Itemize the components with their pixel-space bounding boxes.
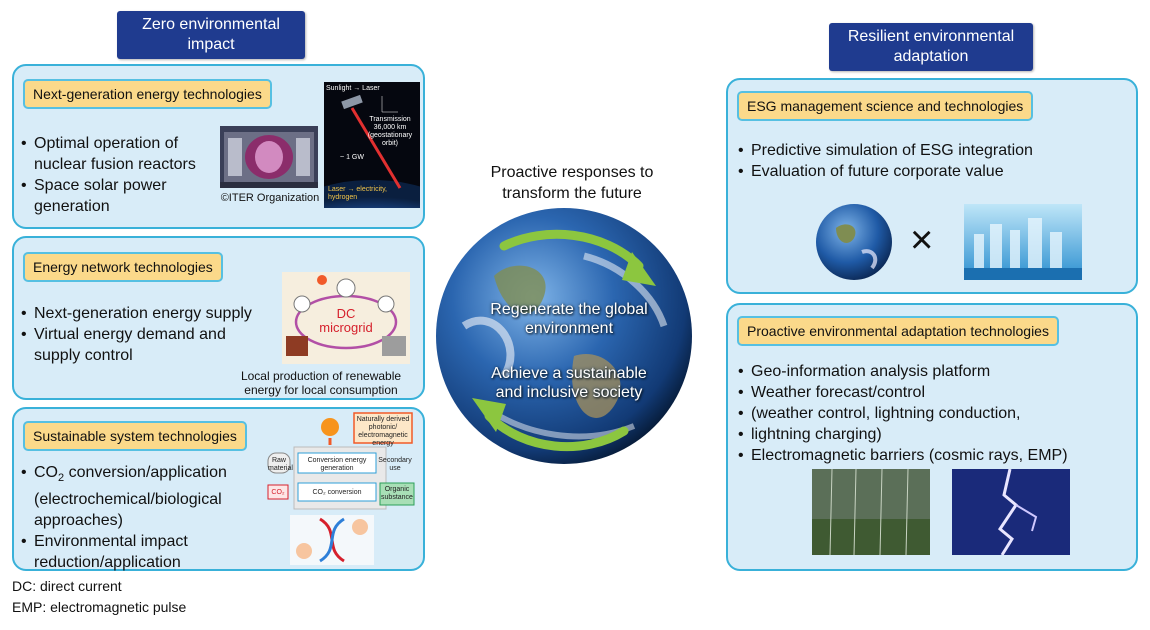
bullet-item: Space solar power generation <box>21 175 227 217</box>
globe-text-sustainable: Achieve a sustainable and inclusive soci… <box>491 365 647 401</box>
city-image <box>964 204 1082 280</box>
bullet-item: Environmental impact reduction/applicati… <box>21 531 266 573</box>
right-header: Resilient environmental adaptation <box>829 23 1033 71</box>
bullet-item: Evaluation of future corporate value <box>738 161 1128 182</box>
organic-substance-label: Organic substance <box>381 486 413 501</box>
note-emp: EMP: electromagnetic pulse <box>12 599 187 615</box>
panel-tag: Proactive environmental adaptation techn… <box>737 316 1059 346</box>
sat-label-transmission: Transmission 36,000 km (geostationary or… <box>367 116 413 147</box>
center-title: Proactive responses to transform the fut… <box>490 164 654 202</box>
earth-image <box>816 204 892 280</box>
naturally-derived-label: Naturally derived photonic/ electromagne… <box>356 416 410 447</box>
bullet-item: Optimal operation of nuclear fusion reac… <box>21 133 227 175</box>
globe-text-regenerate: Regenerate the global environment <box>490 301 648 337</box>
panel-sustainable-system: Sustainable system technologies CO2 conv… <box>12 407 425 571</box>
rain-forest-image <box>812 469 930 555</box>
sat-label-top: Sunlight → Laser <box>326 85 380 92</box>
note-dc: DC: direct current <box>12 578 122 594</box>
bullet-list: CO2 conversion/application (electrochemi… <box>21 462 266 573</box>
co2-label: CO₂ <box>271 489 285 496</box>
panel-tag: Sustainable system technologies <box>23 421 247 451</box>
co2-conversion-label: CO₂ conversion <box>312 489 362 496</box>
dna-image <box>290 515 374 565</box>
panel-energy-network: Energy network technologies Next-generat… <box>12 236 425 400</box>
microgrid-label: DC microgrid <box>319 306 373 335</box>
left-header: Zero environmental impact <box>117 11 305 59</box>
bullet-list: Next-generation energy supply Virtual en… <box>21 303 271 366</box>
panel-esg-management: ESG management science and technologies … <box>726 78 1138 294</box>
microgrid-image <box>282 272 410 364</box>
bullet-continuation: lightning charging) <box>738 424 1133 445</box>
panel-tag: Energy network technologies <box>23 252 223 282</box>
microgrid-caption: Local production of renewable energy for… <box>240 369 402 397</box>
panel-next-generation-energy: Next-generation energy technologies Opti… <box>12 64 425 229</box>
bullet-item: CO2 conversion/application (electrochemi… <box>21 462 266 531</box>
raw-material-label: Raw material <box>268 457 293 472</box>
space-solar-image <box>324 82 420 208</box>
bullet-continuation: (weather control, lightning conduction, <box>738 403 1133 424</box>
conversion-label: Conversion energy generation <box>307 457 367 472</box>
bullet-item: Geo-information analysis platform <box>738 361 1133 382</box>
bullet-item: Virtual energy demand and supply control <box>21 324 271 366</box>
lightning-image <box>952 469 1070 555</box>
bullet-list: Optimal operation of nuclear fusion reac… <box>21 133 227 217</box>
conversion-process-diagram <box>267 412 415 510</box>
bullet-list: Predictive simulation of ESG integration… <box>738 140 1128 182</box>
bullet-item: Predictive simulation of ESG integration <box>738 140 1128 161</box>
times-symbol: × <box>910 218 934 262</box>
bullet-item: Next-generation energy supply <box>21 303 271 324</box>
bullet-item: Electromagnetic barriers (cosmic rays, E… <box>738 445 1133 466</box>
sat-label-laser: Laser → electricity, hydrogen <box>328 186 387 201</box>
bullet-list: Geo-information analysis platform Weathe… <box>738 361 1133 466</box>
sat-label-power: ~ 1 GW <box>340 154 364 161</box>
secondary-use-label: Secondary use <box>378 457 412 472</box>
globe-image <box>436 208 692 464</box>
panel-tag: ESG management science and technologies <box>737 91 1034 121</box>
panel-environmental-adaptation: Proactive environmental adaptation techn… <box>726 303 1138 571</box>
fusion-reactor-image <box>220 126 318 188</box>
bullet-item: Weather forecast/control <box>738 382 1133 403</box>
iter-caption: ©ITER Organization <box>220 192 320 204</box>
panel-tag: Next-generation energy technologies <box>23 79 272 109</box>
